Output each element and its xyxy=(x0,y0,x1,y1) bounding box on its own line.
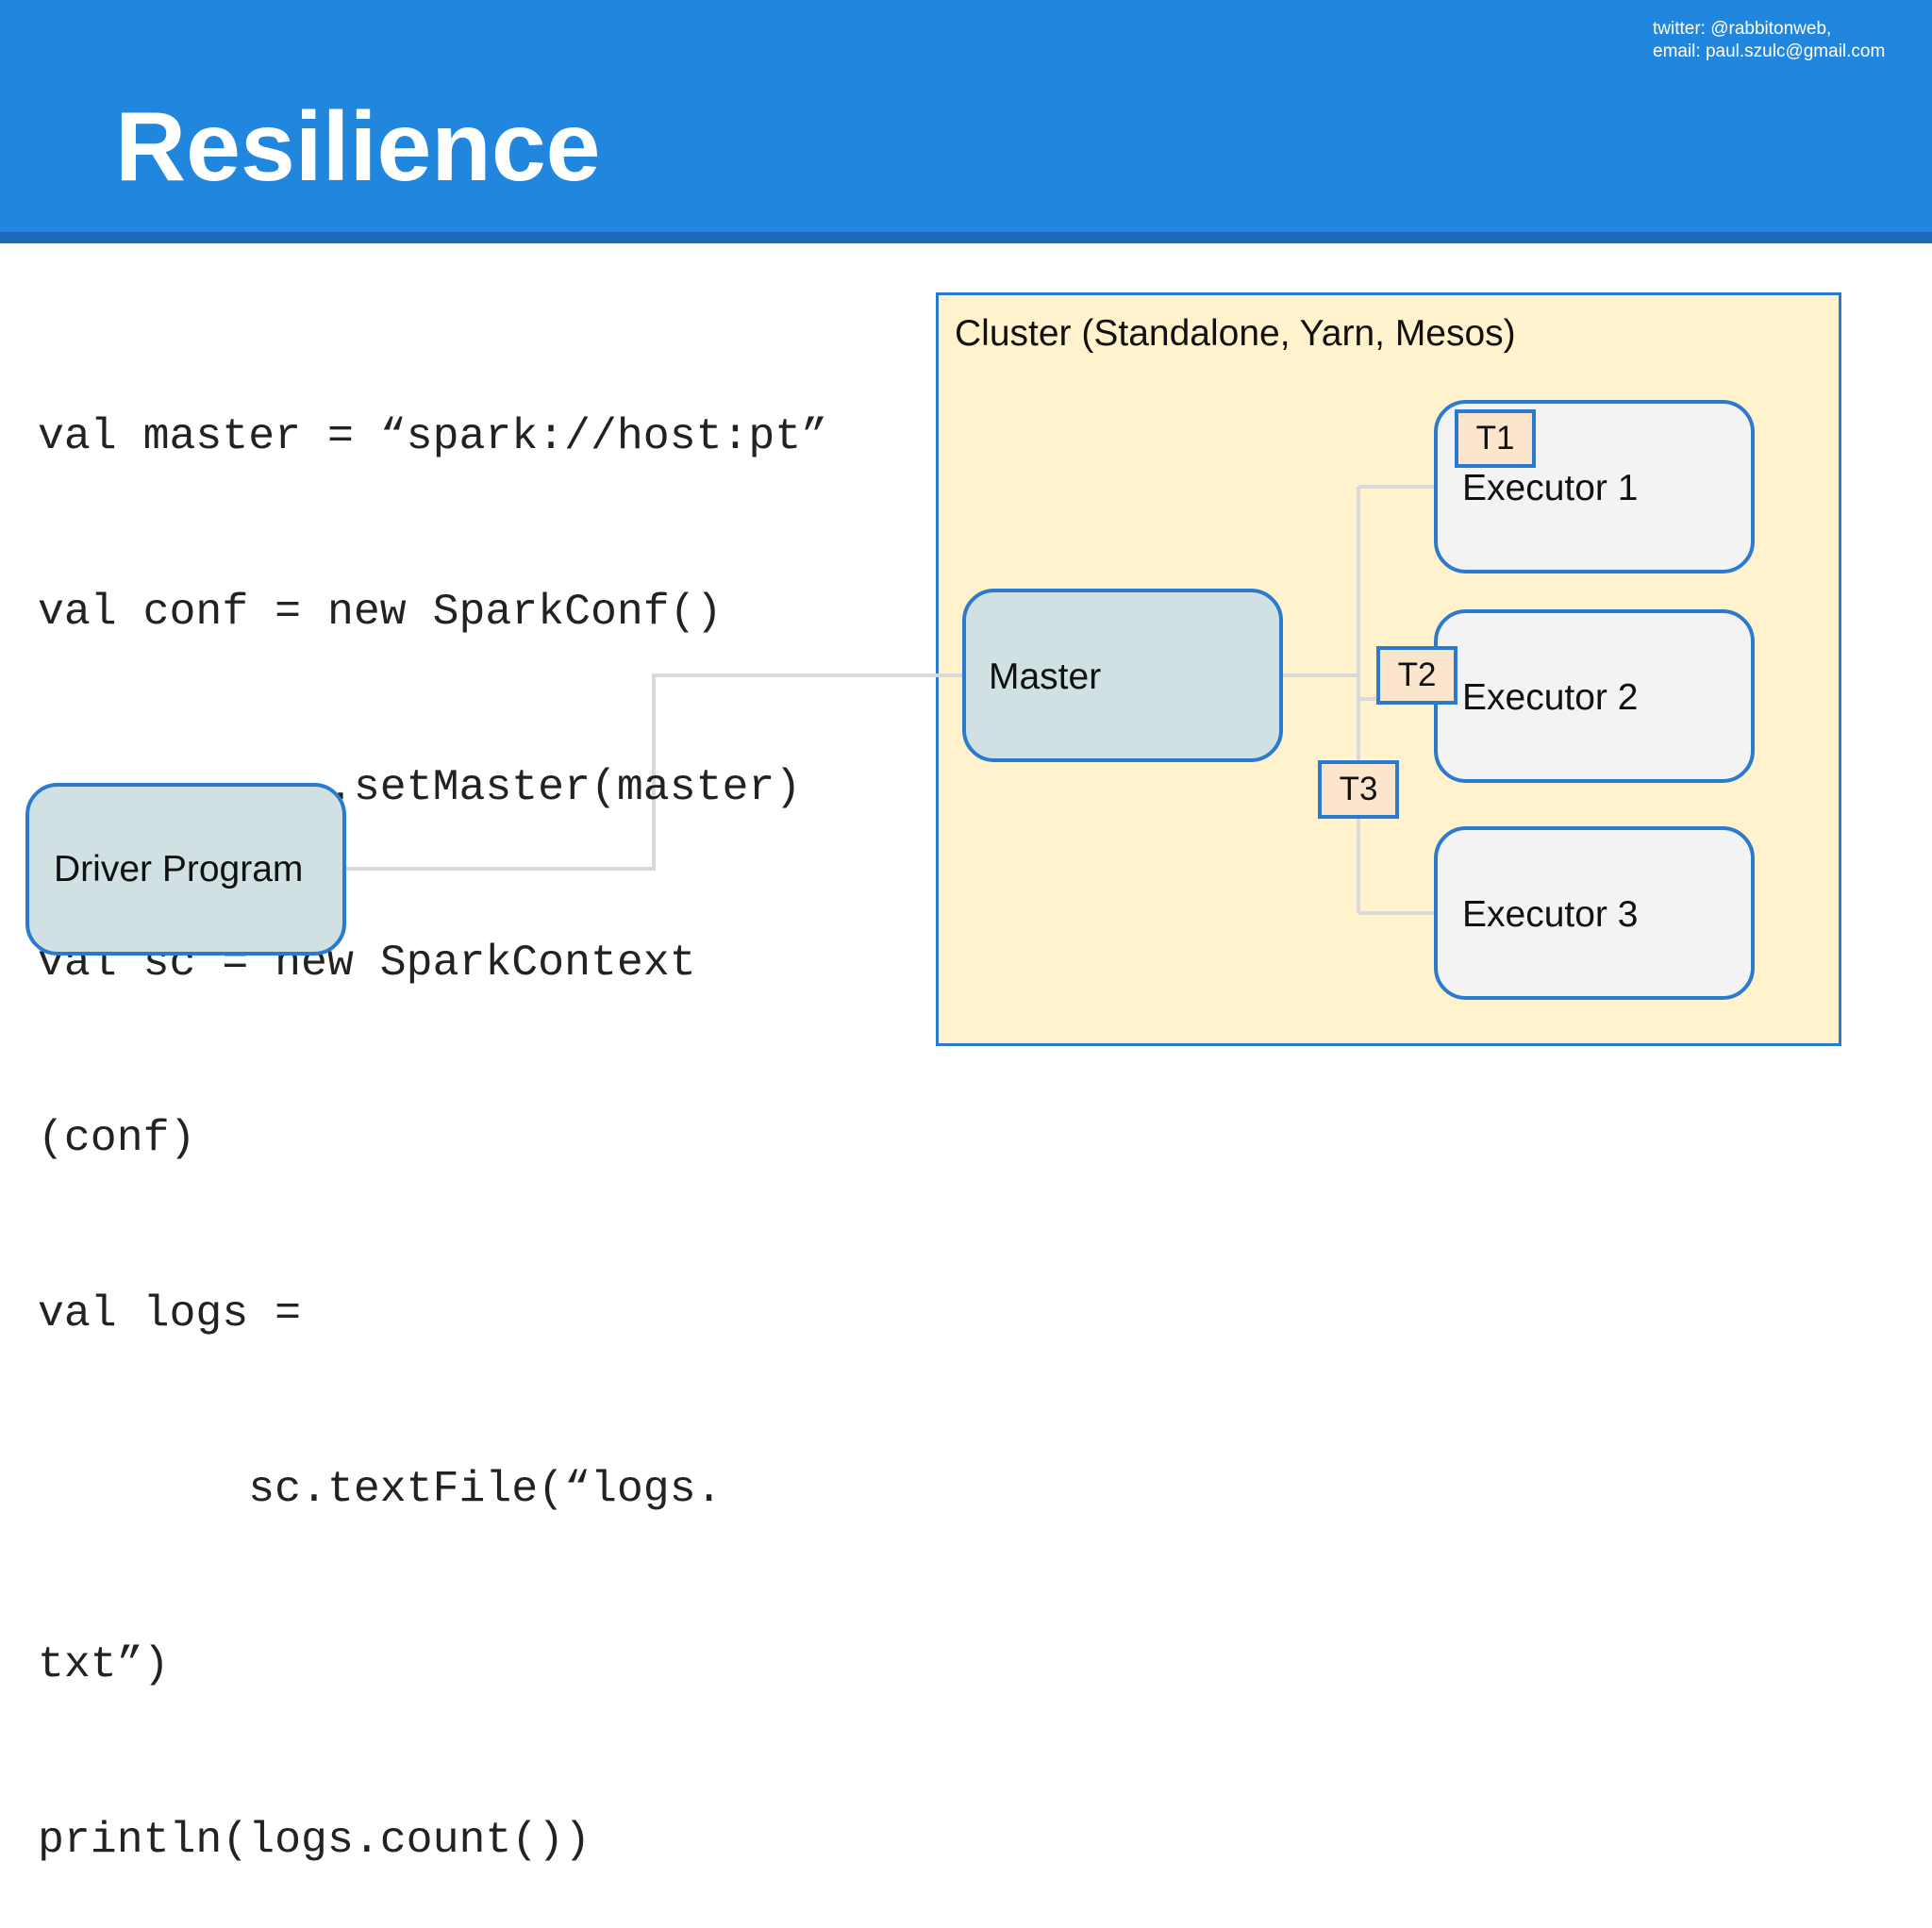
task-t3: T3 xyxy=(1318,760,1399,819)
executor-1-label: Executor 1 xyxy=(1462,468,1639,508)
slide-title: Resilience xyxy=(115,92,601,202)
code-line: val logs = xyxy=(38,1288,302,1338)
driver-program-node xyxy=(25,783,346,956)
code-line: println(logs.count()) xyxy=(38,1815,591,1865)
executor-2-node xyxy=(1434,609,1755,783)
code-line: txt”) xyxy=(38,1639,170,1689)
header-divider xyxy=(0,232,1932,243)
executor-2-label: Executor 2 xyxy=(1462,677,1639,718)
contact-email: email: paul.szulc@gmail.com xyxy=(1653,42,1886,61)
code-snippet: val master = “spark://host:pt” val conf … xyxy=(38,291,827,1928)
driver-program-label: Driver Program xyxy=(54,849,304,889)
contact-twitter: twitter: @rabbitonweb, xyxy=(1653,19,1832,39)
master-label: Master xyxy=(989,657,1102,697)
code-line: val conf = new SparkConf() xyxy=(38,587,723,637)
code-line: sc.textFile(“logs. xyxy=(38,1464,723,1514)
master-node xyxy=(962,589,1283,762)
code-line: val master = “spark://host:pt” xyxy=(38,411,828,461)
task-t2: T2 xyxy=(1376,646,1457,705)
cluster-label: Cluster (Standalone, Yarn, Mesos) xyxy=(955,313,1516,354)
author-contact: twitter: @rabbitonweb, email: paul.szulc… xyxy=(1653,18,1885,63)
executor-3-node xyxy=(1434,826,1755,1000)
slide-header xyxy=(0,0,1932,232)
code-line: (conf) xyxy=(38,1113,196,1163)
task-t1: T1 xyxy=(1455,409,1536,468)
executor-3-label: Executor 3 xyxy=(1462,894,1639,935)
